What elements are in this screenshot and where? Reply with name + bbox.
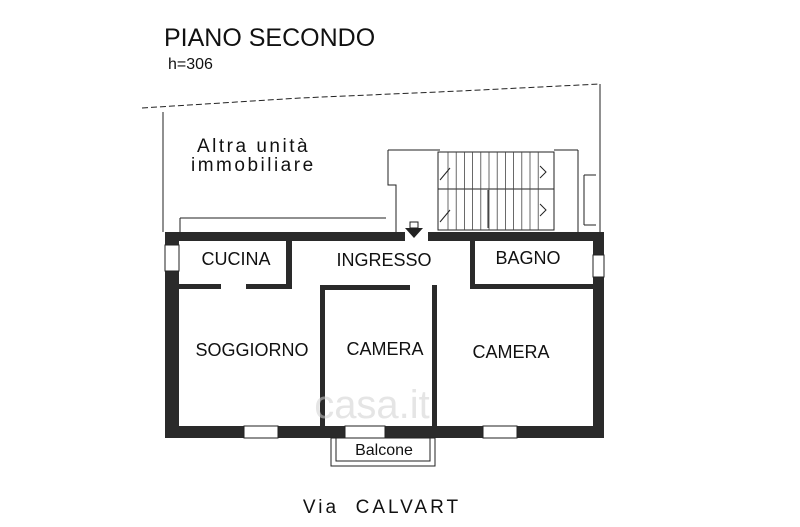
exterior-walls bbox=[164, 232, 605, 439]
room-label-bagno: BAGNO bbox=[495, 248, 560, 268]
balcony bbox=[330, 437, 436, 467]
height-note: h=306 bbox=[168, 56, 213, 73]
room-label-camera-2: CAMERA bbox=[472, 342, 549, 362]
landing-line-left bbox=[387, 150, 397, 232]
floor-title: PIANO SECONDO bbox=[164, 24, 375, 52]
staircase bbox=[437, 149, 596, 232]
neighbor-unit-label-line1: Altra unità bbox=[197, 136, 310, 157]
watermark: casa.it bbox=[314, 383, 430, 427]
room-label-camera-1: CAMERA bbox=[346, 339, 423, 359]
interior-walls bbox=[179, 241, 593, 426]
property-boundary-line bbox=[141, 83, 601, 109]
entrance-arrow-icon bbox=[405, 221, 423, 238]
room-label-ingresso: INGRESSO bbox=[336, 250, 431, 270]
room-label-balcone: Balcone bbox=[355, 442, 413, 459]
room-label-soggiorno: SOGGIORNO bbox=[195, 340, 308, 360]
room-label-cucina: CUCINA bbox=[201, 249, 270, 269]
street-label: Via CALVART bbox=[303, 497, 461, 518]
neighbor-unit-label-line2: immobiliare bbox=[191, 155, 316, 176]
